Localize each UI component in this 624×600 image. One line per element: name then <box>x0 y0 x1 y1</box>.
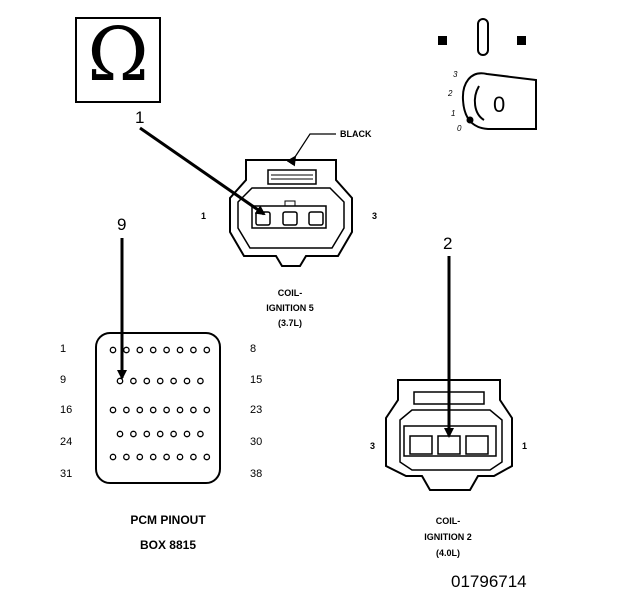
coil2-terminal-2 <box>437 435 461 455</box>
coil5-latch <box>267 169 317 185</box>
ohmmeter-box <box>75 17 161 103</box>
pcm-pin <box>190 406 197 414</box>
pcm-pin <box>170 377 177 385</box>
pcm-pin <box>156 430 164 438</box>
pcm-caption-line1: PCM PINOUT <box>130 513 206 527</box>
pcm-pin <box>109 406 117 414</box>
pcm-caption-line2: BOX 8815 <box>139 538 197 552</box>
coil5-key-notch <box>284 200 296 207</box>
coil2-terminal-1 <box>465 435 489 455</box>
ignition-position-1: 1 <box>451 109 456 118</box>
coil2-pin-left-label: 3 <box>370 441 376 451</box>
pcm-pin <box>143 430 151 438</box>
coil5-terminal-2 <box>282 211 298 226</box>
pcm-pin <box>170 430 177 438</box>
ignition-switch <box>438 18 537 130</box>
coil2-caption-line1: COIL- <box>435 516 461 526</box>
coil5-inner-shell <box>237 187 345 249</box>
pcm-pin <box>143 377 151 385</box>
pcm-pin <box>109 346 117 354</box>
coil2-caption-line3: (4.0L) <box>435 548 460 558</box>
key-head <box>461 72 537 130</box>
pcm-pin <box>197 377 204 385</box>
pcm-pin <box>197 430 204 438</box>
pcm-pin <box>176 406 184 414</box>
pcm-right-label-38: 38 <box>250 468 263 480</box>
key-inner-arc <box>473 85 485 121</box>
switch-right-tab <box>517 36 526 45</box>
pcm-right-label-23: 23 <box>250 404 263 416</box>
ohmmeter-symbol <box>75 17 161 103</box>
coil5-caption-line3: (3.7L) <box>277 318 302 328</box>
pcm-pin <box>183 430 191 438</box>
coil2-outer-shell <box>385 379 513 491</box>
pcm-pin <box>136 453 144 461</box>
pcm-pin <box>136 406 144 414</box>
pcm-pin <box>130 430 137 438</box>
coil5-caption-line2: IGNITION 5 <box>266 303 314 313</box>
figure-number: 01796714 <box>451 572 527 591</box>
key-slot <box>477 18 489 56</box>
pcm-pin <box>149 346 157 354</box>
pcm-pin <box>183 377 191 385</box>
pcm-pin <box>123 346 130 354</box>
pcm-connector-body <box>95 332 221 484</box>
coil-ignition-5-connector <box>229 133 353 267</box>
pcm-right-label-15: 15 <box>250 374 263 386</box>
pcm-pin <box>136 346 144 354</box>
pcm-pin <box>163 406 170 414</box>
coil5-outer-shell <box>229 159 353 267</box>
key-digit: 0 <box>493 92 506 117</box>
pcm-right-label-30: 30 <box>250 436 263 448</box>
pcm-pin <box>163 346 170 354</box>
ohm-icon: Ω <box>87 12 149 98</box>
black-wire-label: BLACK <box>340 129 372 139</box>
pcm-pin <box>163 453 170 461</box>
coil2-terminal-3 <box>409 435 433 455</box>
coil2-pin-right-label: 1 <box>522 441 528 451</box>
pcm-pin <box>116 377 124 385</box>
pcm-left-label-1: 1 <box>60 343 67 355</box>
callout-9-label: 9 <box>117 215 127 234</box>
key-position-dot <box>466 116 474 124</box>
pcm-pin <box>176 346 184 354</box>
coil2-inner-shell <box>399 409 503 471</box>
pcm-pin <box>203 346 211 354</box>
coil2-caption-line2: IGNITION 2 <box>424 532 472 542</box>
pcm-pin <box>156 377 164 385</box>
callout-2-label: 2 <box>443 234 453 253</box>
pcm-pin <box>149 453 157 461</box>
black-wire-leader <box>286 133 336 167</box>
coil5-pin-right-label: 3 <box>372 211 378 221</box>
pcm-pin <box>116 430 124 438</box>
pcm-pin-grid <box>109 346 211 461</box>
pcm-left-label-16: 16 <box>60 404 73 416</box>
pcm-pin <box>176 453 184 461</box>
ignition-position-3: 3 <box>453 70 458 79</box>
coil5-caption-line1: COIL- <box>277 288 303 298</box>
callout-1-arrow <box>139 126 266 216</box>
callout-1-label: 1 <box>135 108 145 127</box>
pcm-pin <box>190 346 197 354</box>
pcm-pin <box>190 453 197 461</box>
ignition-position-0: 0 <box>457 124 462 133</box>
coil5-pin-left-label: 1 <box>201 211 207 221</box>
pcm-pin <box>123 453 130 461</box>
pcm-left-label-24: 24 <box>60 436 73 448</box>
pcm-pin <box>130 377 137 385</box>
pcm-pin <box>149 406 157 414</box>
pcm-left-label-31: 31 <box>60 468 73 480</box>
ignition-position-2: 2 <box>448 89 453 98</box>
pcm-pin <box>203 406 211 414</box>
switch-left-tab <box>438 36 447 45</box>
pcm-pin <box>123 406 130 414</box>
pcm-pin <box>109 453 117 461</box>
pcm-pin <box>203 453 211 461</box>
coil5-terminal-3 <box>308 211 324 226</box>
pcm-left-label-9: 9 <box>60 374 67 386</box>
pcm-right-label-8: 8 <box>250 343 257 355</box>
